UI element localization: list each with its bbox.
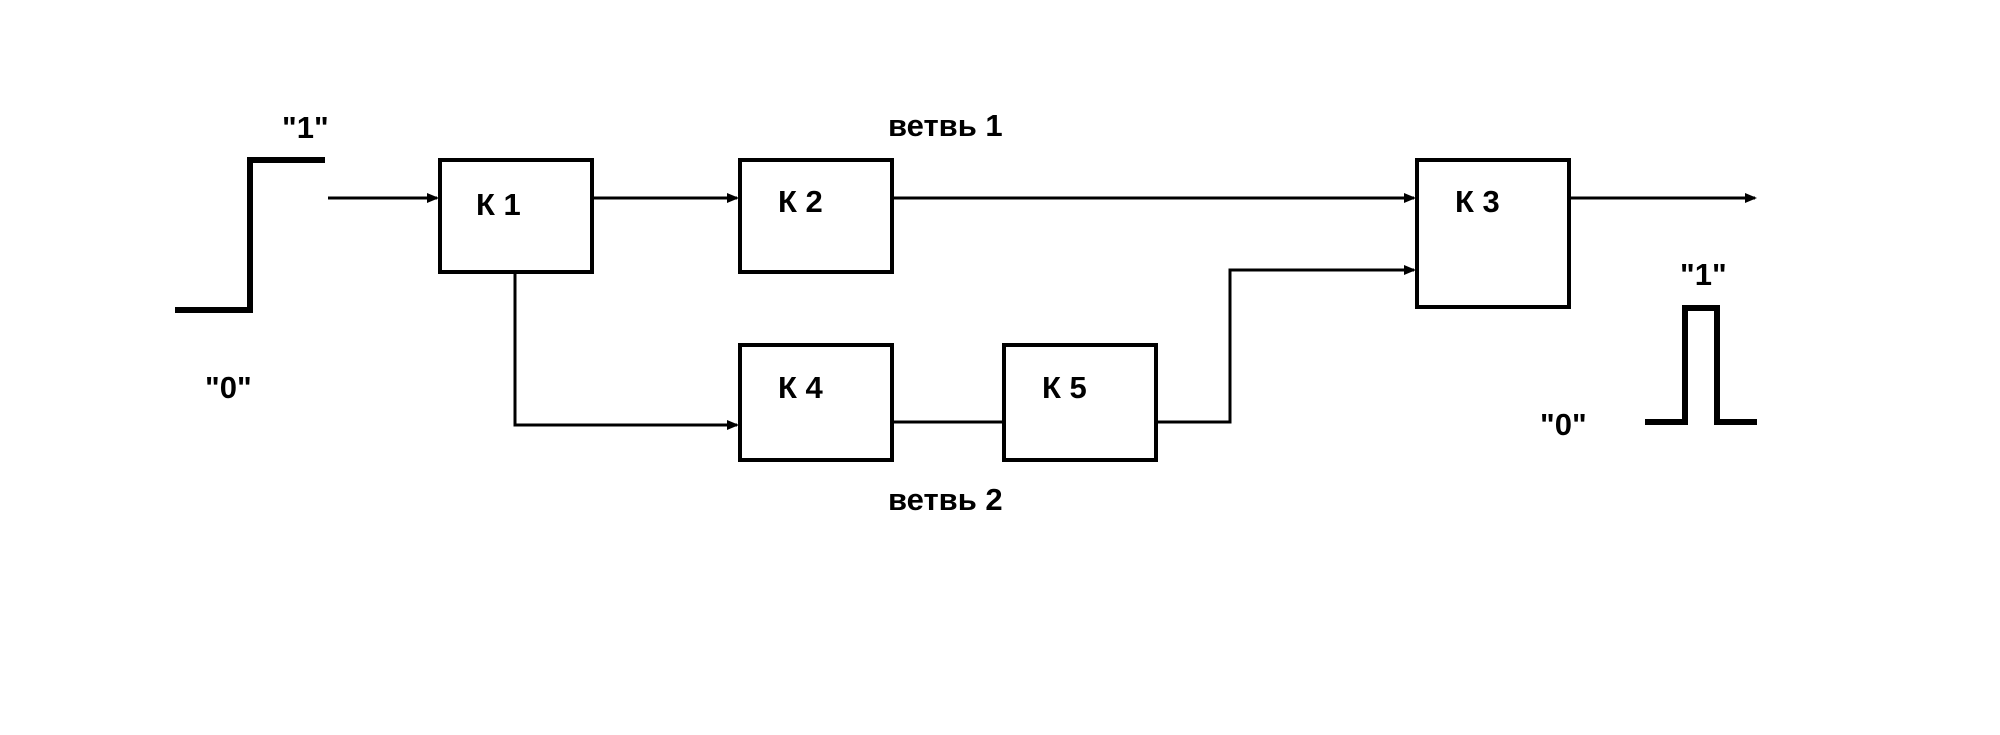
block-k5: К 5 bbox=[1002, 343, 1158, 462]
block-k5-frame bbox=[1002, 343, 1158, 462]
block-k1-label: К 1 bbox=[476, 187, 521, 222]
input-step-waveform bbox=[175, 157, 325, 313]
output-low-label: "0" bbox=[1540, 407, 1587, 442]
wire-k1-k4 bbox=[513, 272, 739, 430]
block-k4-frame bbox=[738, 343, 894, 462]
output-high-label: "1" bbox=[1680, 257, 1727, 292]
wire-k5-k3 bbox=[1156, 265, 1416, 424]
block-k3-label: К 3 bbox=[1455, 184, 1500, 219]
branch-2-label: ветвь 2 bbox=[888, 482, 1003, 517]
input-low-label: "0" bbox=[205, 370, 252, 405]
block-k2: К 2 bbox=[738, 158, 894, 274]
block-k4: К 4 bbox=[738, 343, 894, 462]
input-high-label: "1" bbox=[282, 110, 329, 145]
block-k5-label: К 5 bbox=[1042, 370, 1087, 405]
block-k3-frame bbox=[1415, 158, 1571, 309]
block-k2-frame bbox=[738, 158, 894, 274]
block-k3: К 3 bbox=[1415, 158, 1571, 309]
block-k1: К 1 bbox=[438, 158, 594, 274]
branch-1-label: ветвь 1 bbox=[888, 108, 1003, 143]
block-k2-label: К 2 bbox=[778, 184, 823, 219]
block-k4-label: К 4 bbox=[778, 370, 824, 405]
output-pulse-waveform bbox=[1645, 305, 1757, 425]
